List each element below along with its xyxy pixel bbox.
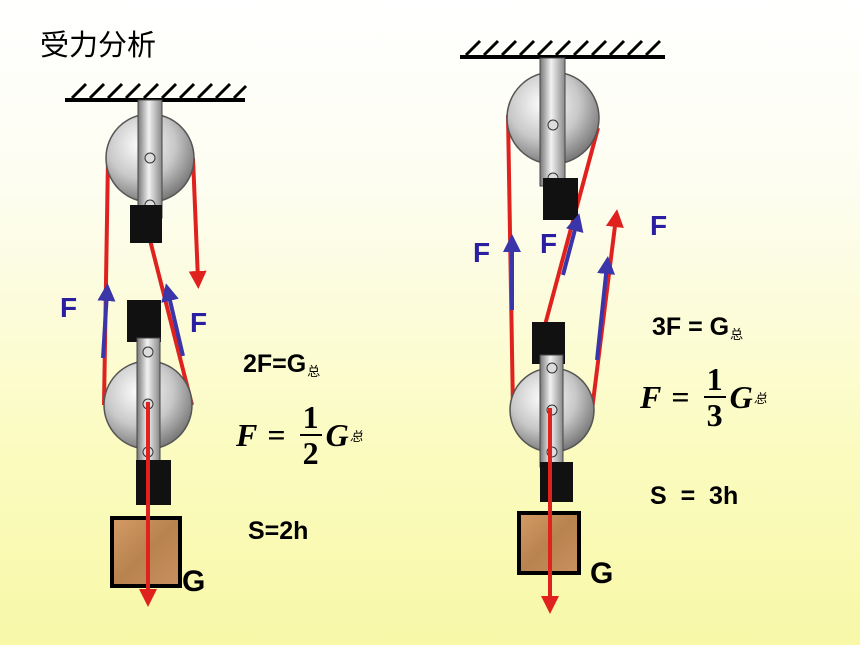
left-formula-var: F — [236, 416, 258, 453]
left-distance: S=2h — [248, 517, 309, 545]
left-formula-denominator: 2 — [302, 435, 319, 471]
left-fixed-pulley — [105, 99, 195, 243]
right-formula-equals: = — [671, 378, 690, 415]
right-equation: 3F = G总 — [652, 313, 743, 343]
right-force-label-3: F — [650, 210, 668, 241]
right-formula-rhs: G — [729, 378, 753, 415]
left-force-label-2: F — [190, 307, 208, 338]
right-formula-fraction: 1 3 — [703, 362, 726, 433]
right-force-arrow-2 — [561, 213, 584, 276]
left-formula-fraction: 1 2 — [299, 400, 322, 471]
right-force-label-1: F — [473, 237, 491, 268]
left-equation-subscript: 总 — [307, 365, 321, 380]
left-formula-equals: = — [267, 416, 286, 453]
right-equation-subscript: 总 — [730, 328, 744, 343]
left-formula-rhs: G — [325, 416, 349, 453]
left-force-arrow-1 — [97, 283, 116, 359]
left-weight-label: G — [182, 565, 206, 598]
left-equation: 2F=G总 — [243, 350, 320, 380]
right-fixed-pulley — [506, 57, 600, 220]
page-title: 受力分析 — [40, 28, 157, 62]
left-ceiling — [65, 82, 248, 102]
left-pulley-system — [65, 82, 248, 607]
right-formula-subscript: 总 — [753, 391, 767, 407]
right-ceiling — [460, 39, 665, 59]
right-rope-3 — [590, 209, 624, 411]
right-formula-denominator: 3 — [706, 397, 723, 433]
left-rope-1 — [102, 157, 110, 406]
right-distance: S = 3h — [650, 482, 739, 510]
left-formula-subscript: 总 — [349, 429, 363, 445]
right-formula-var: F — [640, 378, 662, 415]
right-equation-text: 3F = G — [652, 313, 730, 341]
left-force-arrow-2 — [161, 283, 185, 357]
right-formula-numerator: 1 — [703, 362, 726, 398]
right-force-arrow-3 — [595, 256, 616, 361]
right-force-label-2: F — [540, 228, 558, 259]
left-rope-2 — [148, 239, 194, 406]
left-formula-numerator: 1 — [299, 400, 322, 436]
right-pulley-system — [460, 39, 665, 614]
right-weight-label: G — [590, 557, 614, 590]
left-equation-text: 2F=G — [243, 350, 307, 378]
left-force-label-1: F — [60, 292, 78, 323]
left-rope-free — [188, 157, 207, 289]
